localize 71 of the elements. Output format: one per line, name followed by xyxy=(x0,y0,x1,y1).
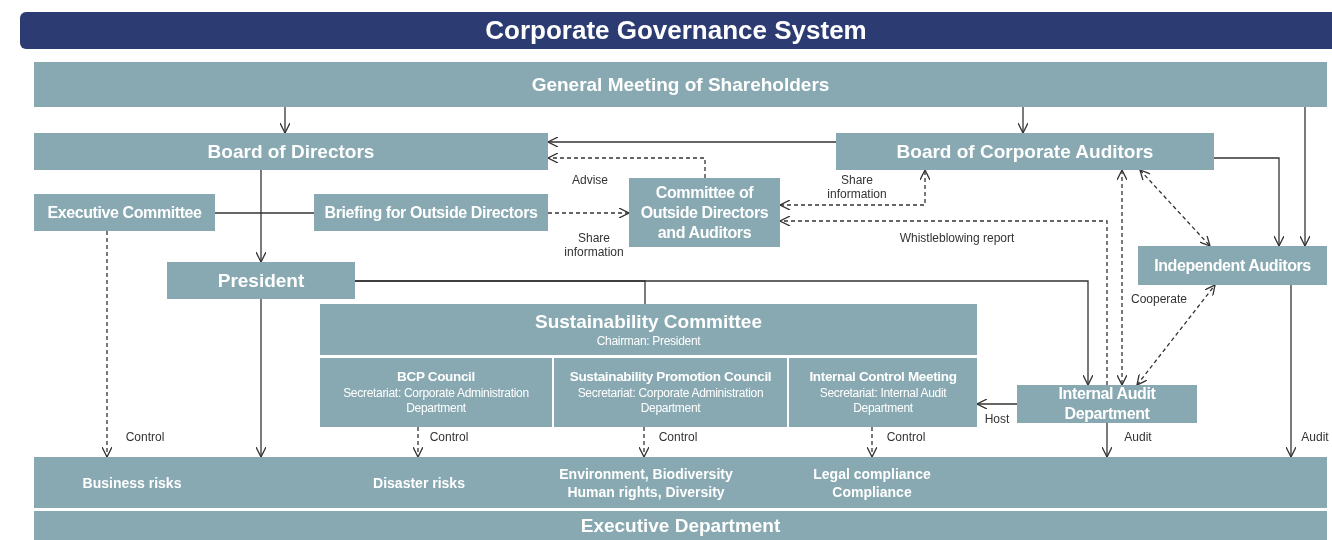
process-box xyxy=(320,358,552,427)
box-subtitle: Secretariat: Internal Audit Department xyxy=(818,385,948,416)
arrow xyxy=(255,169,267,263)
box-title: Board of Directors xyxy=(207,139,375,164)
process-box xyxy=(34,133,548,170)
arrow xyxy=(779,215,1108,386)
process-box xyxy=(320,304,977,355)
box-title: Committee of Outside Directors and Auditors xyxy=(639,182,770,243)
box-title: Internal Audit Department xyxy=(1057,384,1157,424)
box-subtitle: Chairman: President xyxy=(596,333,701,349)
box-subtitle: Secretariat: Corporate Administration Department xyxy=(576,385,765,416)
connector-line xyxy=(214,212,315,214)
process-box xyxy=(1017,385,1197,423)
edge-label: Cooperate xyxy=(1129,292,1189,306)
risk-text: Business risks xyxy=(81,473,183,492)
title-banner: Corporate Governance System xyxy=(20,12,1332,49)
arrow xyxy=(779,169,931,211)
process-box xyxy=(1138,246,1327,285)
box-title: Executive Committee xyxy=(47,202,202,223)
process-box xyxy=(34,194,215,231)
box-subtitle: Secretariat: Corporate Administration Department xyxy=(342,385,530,416)
box-title: Independent Auditors xyxy=(1154,255,1311,276)
process-box xyxy=(789,358,977,427)
arrow xyxy=(1213,157,1285,247)
arrow xyxy=(1299,106,1311,247)
process-box xyxy=(34,62,1327,107)
connector-line xyxy=(354,280,646,305)
box-title: Sustainability Committee xyxy=(535,310,762,334)
box-title: Sustainability Promotion Council xyxy=(569,369,772,386)
edge-label: Advise xyxy=(570,173,610,187)
box-title: Executive Department xyxy=(580,513,781,538)
edge-label: Control xyxy=(656,430,700,444)
box-title: BCP Council xyxy=(397,369,475,386)
edge-label: Control xyxy=(427,430,471,444)
process-box xyxy=(314,194,548,231)
arrow xyxy=(1101,422,1113,458)
arrow xyxy=(547,207,630,219)
box-title: Board of Corporate Auditors xyxy=(896,139,1154,164)
arrow xyxy=(866,426,878,458)
arrow xyxy=(412,426,424,458)
edge-label: Control xyxy=(884,430,928,444)
risk-band xyxy=(34,457,1327,508)
arrow xyxy=(1017,106,1029,134)
risk-text: Environment, Biodiversity Human rights, Diversity xyxy=(558,464,734,501)
process-box xyxy=(629,178,780,247)
arrow xyxy=(1285,284,1297,458)
arrow xyxy=(101,230,113,458)
edge-label: Host xyxy=(983,412,1011,426)
edge-label: Audit xyxy=(1121,430,1155,444)
arrow xyxy=(255,298,267,458)
box-title: Internal Control Meeting xyxy=(809,369,957,386)
arrow xyxy=(1139,169,1211,247)
box-title: General Meeting of Shareholders xyxy=(531,72,830,97)
edge-label: Audit xyxy=(1298,430,1332,444)
arrow xyxy=(1136,284,1216,386)
arrow xyxy=(279,106,291,134)
process-box xyxy=(167,262,355,299)
arrow xyxy=(547,136,837,148)
edge-label: Control xyxy=(123,430,167,444)
box-title: President xyxy=(217,268,305,293)
box-title: Briefing for Outside Directors xyxy=(324,202,538,223)
arrow xyxy=(976,398,1018,410)
risk-text: Legal compliance Compliance xyxy=(812,464,932,501)
risk-text: Disaster risks xyxy=(372,473,466,492)
arrow xyxy=(638,426,650,458)
process-box xyxy=(34,511,1327,540)
process-box xyxy=(554,358,787,427)
arrow xyxy=(547,152,706,179)
process-box xyxy=(836,133,1214,170)
edge-label: Share information xyxy=(562,231,626,259)
arrow xyxy=(1116,169,1128,386)
